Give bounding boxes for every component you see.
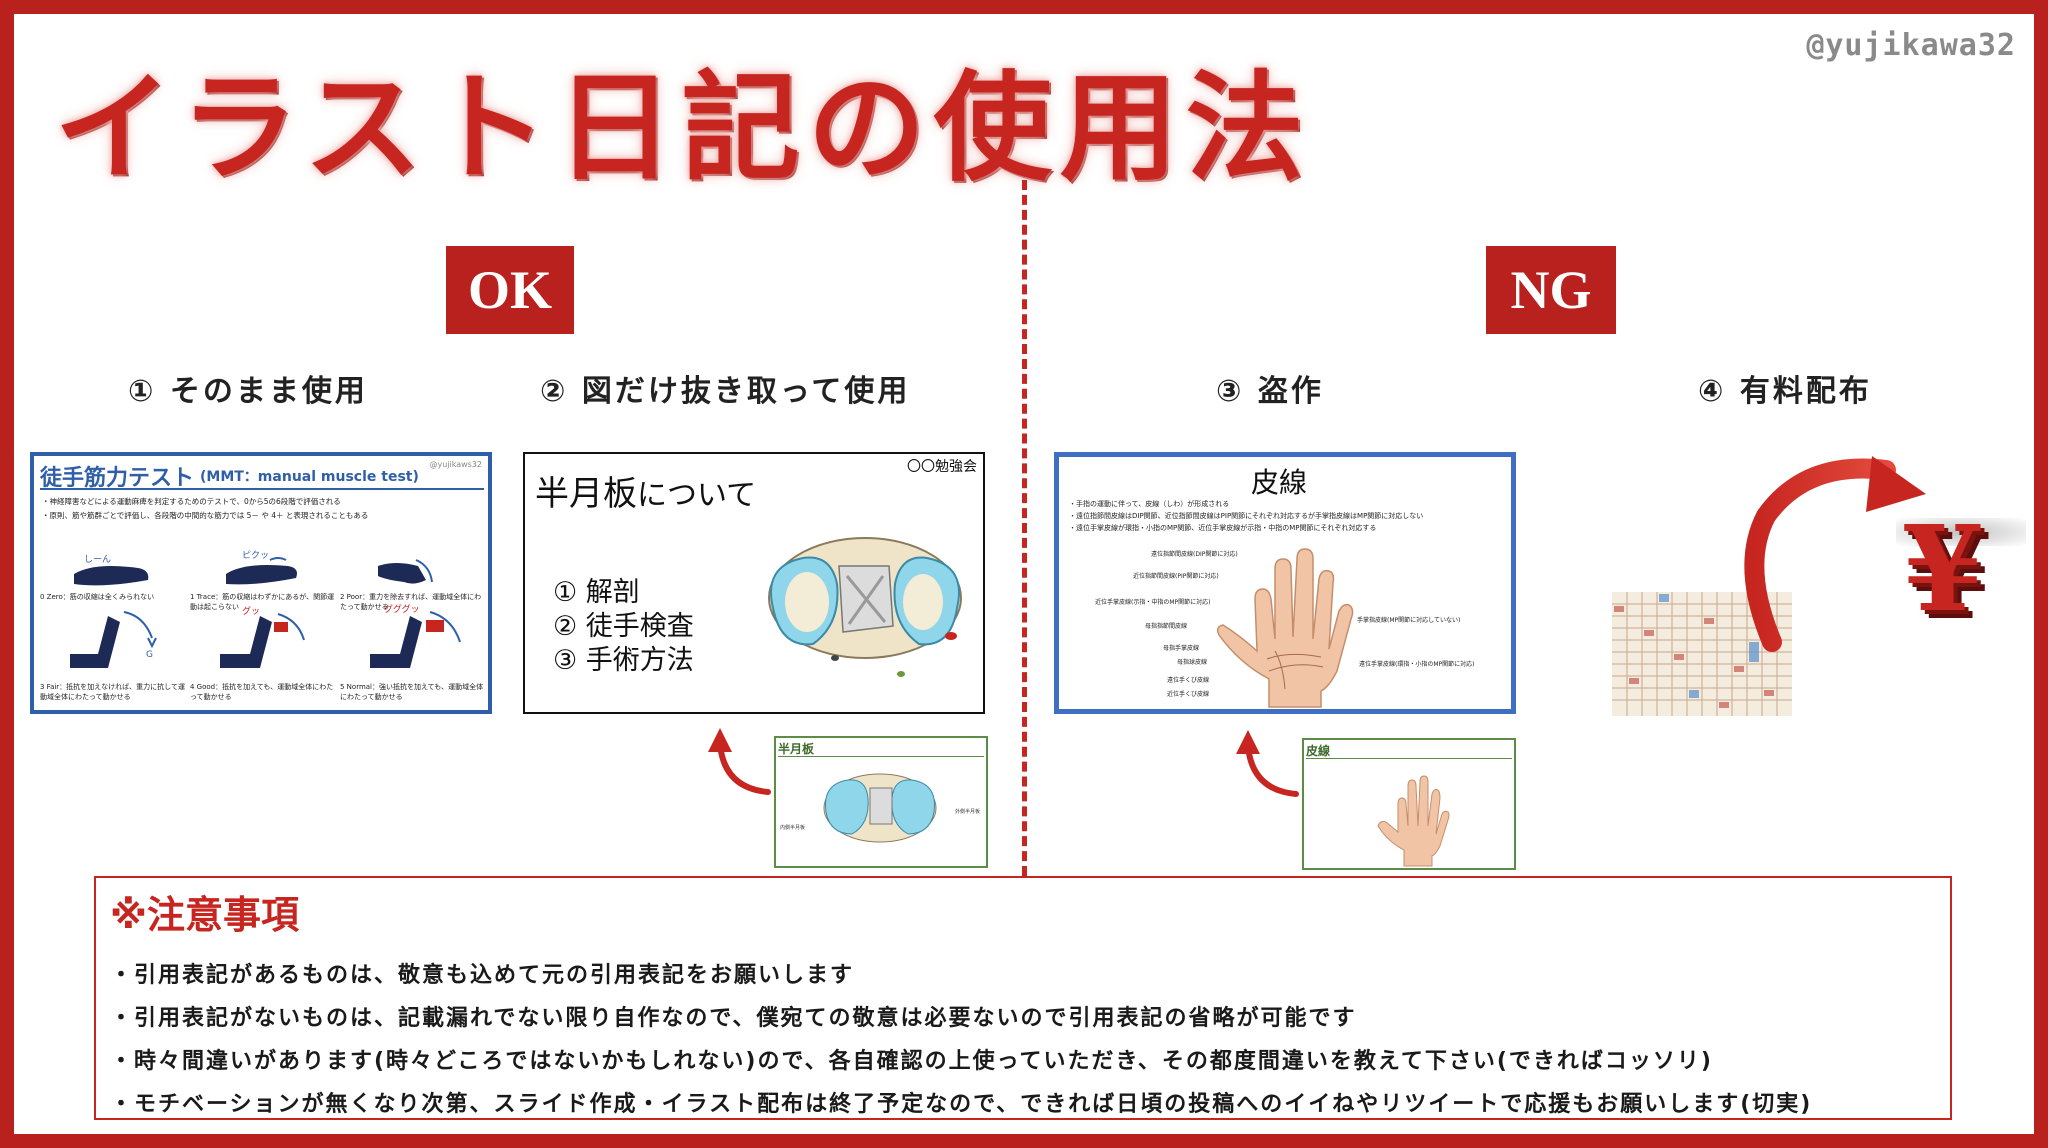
derm-label: 母指手掌皮線 — [1163, 645, 1200, 652]
heading-use-as-is: ① そのまま使用 — [128, 374, 368, 409]
slide-meniscus: 半月板について 〇〇勉強会 ① 解剖 ② 徒手検査 ③ 手術方法 — [523, 452, 985, 714]
meniscus-illustration — [768, 537, 962, 677]
sound-effect: グググッ — [384, 605, 420, 615]
slide-meniscus-title-main: 半月板 — [535, 474, 637, 514]
agenda-item: ② 徒手検査 — [553, 611, 694, 642]
thumbnail-meniscus: 半月板 内側半月板 外側半月板 — [774, 736, 988, 868]
derm-label: 遠位手掌皮線(環指・小指のMP関節に対応) — [1359, 661, 1475, 668]
thumbnail-dermatoglyph: 皮線 — [1302, 738, 1516, 870]
derm-label: 近位指節間皮線(PIP関節に対応) — [1133, 573, 1219, 580]
thumb-hand-illustration — [1377, 775, 1450, 867]
slide-mmt: 徒手筋力テスト (MMT：manual muscle test) @yujika… — [30, 452, 492, 714]
notice-item: ・引用表記がないものは、記載漏れでない限り自作なので、僕宛ての敬意は必要ないので… — [110, 1006, 1357, 1031]
derm-label: 手掌指皮線(MP関節に対応していない) — [1357, 617, 1461, 624]
slide-derm-bullet: ・手指の運動に伴って、皮線（しわ）が形成される — [1069, 500, 1230, 508]
slide-meniscus-title-rest: について — [637, 478, 757, 513]
derm-label: 遠位手くび皮線 — [1167, 677, 1210, 684]
thumb-derm-title: 皮線 — [1306, 744, 1331, 758]
notice-heading: ※注意事項 — [110, 893, 299, 937]
slide-mmt-subtitle: (MMT：manual muscle test) — [200, 469, 419, 485]
mmt-level-label: 3 Fair：抵抗を加えなければ、重力に抗して運動域全体にわたって動かせる — [40, 683, 185, 701]
notice-list: ・引用表記があるものは、敬意も込めて元の引用表記をお願いします ・引用表記がない… — [110, 954, 1812, 1126]
slide-mmt-bullet: ・原則、筋や筋群ごとで評価し、各段階の中間的な筋力では 5－ や 4＋ と表現さ… — [42, 511, 369, 520]
gravity-label: G — [146, 650, 153, 660]
page-title: イラスト日記の使用法 — [54, 59, 1312, 197]
mmt-level-label: 0 Zero：筋の収縮は全くみられない — [40, 593, 155, 601]
section-divider — [1022, 180, 1027, 876]
slide-mmt-credit: @yujikaws32 — [429, 460, 482, 469]
agenda-item: ① 解剖 — [553, 577, 640, 608]
curved-arrow-icon — [708, 728, 771, 795]
slide-meniscus-title: 半月板について — [535, 466, 756, 515]
mmt-level-label: 2 Poor：重力を除去すれば、運動域全体にわたって動かせる — [340, 593, 482, 611]
derm-label: 母指指節間皮線 — [1145, 623, 1188, 630]
thumb-rule — [1306, 758, 1512, 759]
slide-dermatoglyph: 皮線 ・手指の運動に伴って、皮線（しわ）が形成される ・遠位指節間皮線はDIP関… — [1054, 452, 1516, 714]
mmt-illustrations — [70, 557, 461, 668]
curved-arrow-icon — [1744, 456, 1926, 652]
mmt-level-label: 5 Normal：強い抵抗を加えても、運動域全体にわたって動かせる — [340, 683, 484, 701]
notice-box: ※注意事項 ・引用表記があるものは、敬意も込めて元の引用表記をお願いします ・引… — [94, 876, 1952, 1120]
thumb-rule — [778, 756, 984, 757]
slide-derm-bullet: ・遠位手掌皮線が環指・小指のMP関節、近位手掌皮線が示指・中指のMP関節にそれぞ… — [1069, 524, 1377, 532]
yen-shadow — [1896, 518, 2026, 546]
author-handle: @yujikawa32 — [1806, 28, 2016, 63]
arm-level-4 — [220, 613, 305, 668]
heading-extract-figure: ② 図だけ抜き取って使用 — [540, 374, 911, 409]
heading-plagiarism: ③ 盗作 — [1216, 374, 1324, 409]
arm-level-1 — [226, 557, 297, 585]
sound-effect: ピクッ — [242, 551, 270, 561]
mmt-level-label: 4 Good：抵抗を加えても、運動域全体にわたって動かせる — [190, 683, 334, 701]
mmt-level-label: 1 Trace：筋の収縮はわずかにあるが、関節運動は起こらない — [190, 593, 335, 611]
notice-item: ・モチベーションが無くなり次第、スライド作成・イラスト配布は終了予定なので、でき… — [110, 1092, 1813, 1117]
poster: イラスト日記の使用法 @yujikawa32 OK ① そのまま使用 ② 図だけ… — [14, 14, 2034, 1134]
slide-meniscus-tag: 〇〇勉強会 — [907, 459, 977, 475]
thumb-meniscus-label: 外側半月板 — [954, 809, 980, 815]
ng-badge: NG — [1486, 246, 1616, 334]
notice-item: ・時々間違いがあります(時々どころではないかもしれない)ので、各自確認の上使って… — [110, 1049, 1713, 1074]
sound-effect: しーん — [84, 555, 112, 565]
curved-arrow-icon — [1236, 730, 1299, 797]
thumb-meniscus-title: 半月板 — [778, 742, 815, 756]
slide-mmt-bullet: ・神経障害などによる運動麻痺を判定するためのテストで、0から5の6段階で評価され… — [42, 497, 341, 506]
slide-derm-bullet: ・遠位指節間皮線はDIP関節、近位指節間皮線はPIP関節にそれぞれ対応するが手掌… — [1069, 512, 1424, 520]
agenda-item: ③ 手術方法 — [553, 645, 694, 676]
heading-paid-distribution: ④ 有料配布 — [1698, 374, 1872, 409]
slide-mmt-title: 徒手筋力テスト — [40, 466, 195, 491]
hand-illustration — [1216, 548, 1354, 708]
derm-label: 遠位指節間皮線(DIP関節に対応) — [1151, 551, 1238, 558]
derm-label: 近位手くび皮線 — [1167, 691, 1210, 698]
arm-level-3 — [70, 611, 157, 668]
arm-level-0 — [74, 566, 149, 586]
thumb-meniscus-illustration — [823, 773, 937, 843]
arm-level-2 — [378, 559, 433, 584]
thumb-meniscus-label: 内側半月板 — [780, 825, 806, 831]
notice-item: ・引用表記があるものは、敬意も込めて元の引用表記をお願いします — [110, 963, 855, 988]
slide-derm-title: 皮線 — [1251, 466, 1308, 499]
derm-label: 近位手掌皮線(示指・中指のMP関節に対応) — [1095, 599, 1211, 606]
derm-label: 母指球皮線 — [1177, 659, 1208, 666]
slide-collage-image — [1612, 592, 1792, 716]
sound-effect: グッ — [242, 607, 261, 617]
yen-icon: ¥ — [1902, 499, 1985, 638]
arm-level-5 — [370, 611, 461, 668]
ok-badge: OK — [446, 246, 574, 334]
slide-mmt-rule — [40, 488, 484, 490]
